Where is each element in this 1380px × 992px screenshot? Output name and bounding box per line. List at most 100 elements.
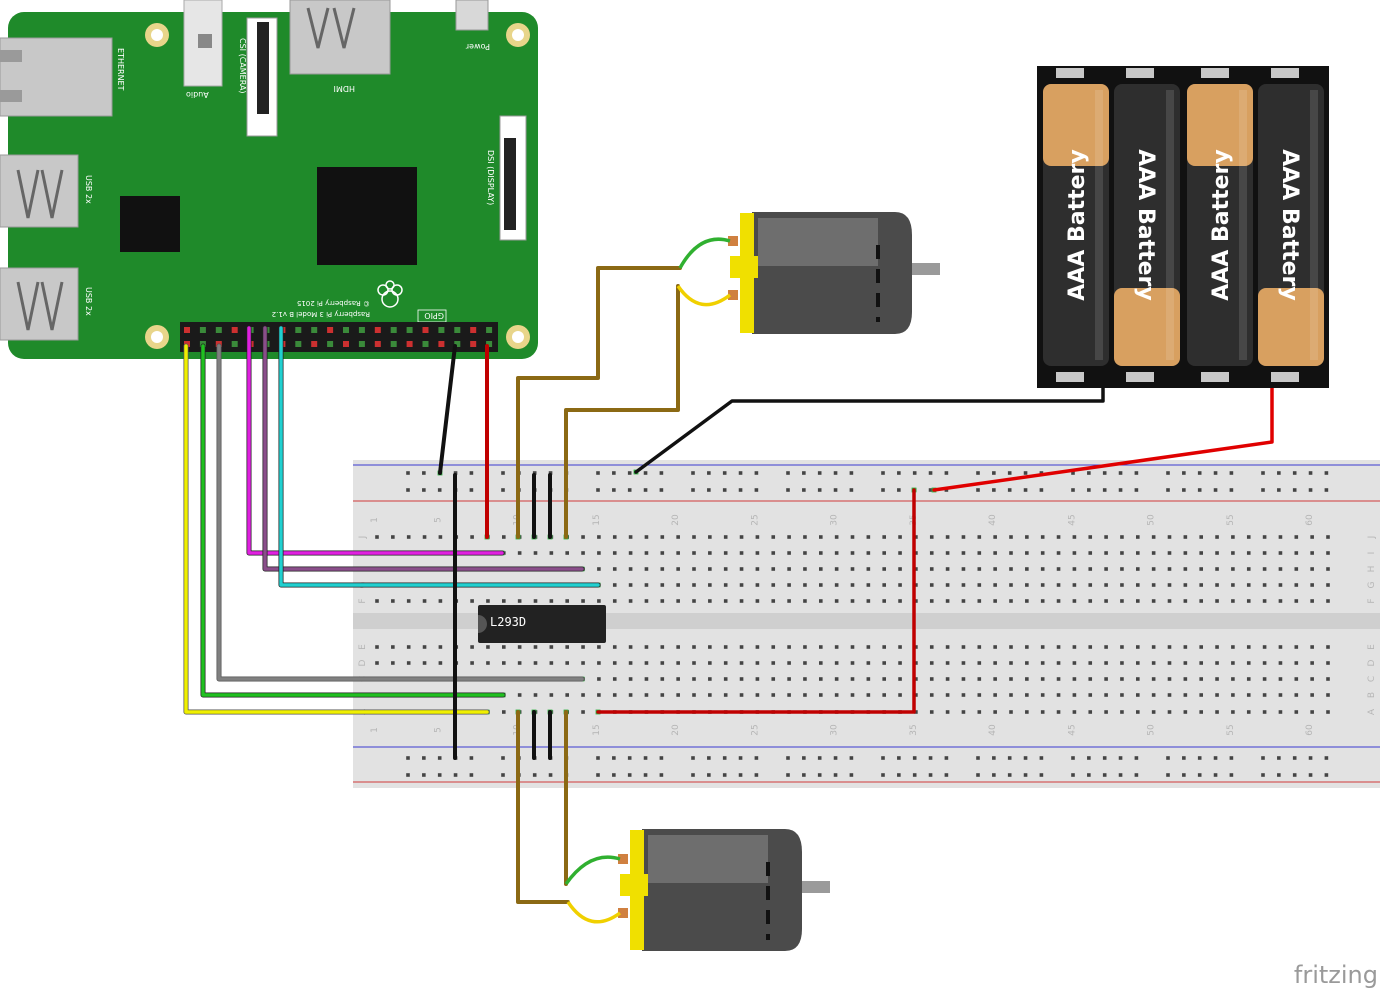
breadboard-hole — [1088, 551, 1093, 555]
rail-hole — [1277, 488, 1281, 492]
breadboard-hole — [1294, 535, 1299, 539]
breadboard-hole — [502, 645, 506, 649]
breadboard-hole — [961, 583, 966, 587]
breadboard-hole — [1056, 693, 1061, 697]
rail-hole — [612, 488, 616, 492]
pcb — [8, 12, 538, 359]
breadboard-hole — [1120, 599, 1124, 603]
rail-hole — [1292, 773, 1297, 777]
breadboard-hole — [819, 599, 823, 603]
breadboard-hole — [723, 551, 728, 555]
breadboard-hole — [898, 551, 902, 555]
breadboard-hole — [993, 535, 997, 539]
rail-hole — [1213, 471, 1218, 475]
breadboard-hole — [517, 661, 522, 665]
breadboard-hole — [961, 567, 966, 571]
breadboard-hole — [470, 535, 474, 539]
rail-hole — [596, 756, 600, 760]
rail-hole — [1261, 488, 1265, 492]
breadboard-hole — [486, 645, 490, 649]
breadboard-hole — [803, 551, 807, 555]
battery-contact — [1126, 372, 1154, 382]
rail-hole — [1087, 773, 1091, 777]
battery-contact — [1271, 68, 1299, 78]
breadboard-hole — [819, 645, 823, 649]
breadboard-hole — [1056, 599, 1061, 603]
column-number: 55 — [1226, 724, 1236, 735]
breadboard-hole — [929, 693, 934, 697]
breadboard-hole — [945, 645, 950, 649]
breadboard-hole — [755, 645, 760, 649]
breadboard-hole — [1167, 535, 1172, 539]
breadboard-hole — [977, 645, 982, 649]
breadboard-hole — [1310, 583, 1314, 587]
breadboard-hole — [1310, 710, 1314, 714]
breadboard-hole — [628, 535, 633, 539]
breadboard-hole — [914, 661, 918, 665]
breadboard-hole — [1231, 551, 1235, 555]
gpio-pin — [358, 341, 365, 347]
breadboard-hole — [866, 599, 871, 603]
breadboard-hole — [1183, 567, 1188, 571]
breadboard-hole — [819, 567, 823, 571]
breadboard-hole — [1199, 677, 1203, 681]
rail-hole — [659, 756, 664, 760]
breadboard-hole — [1088, 535, 1093, 539]
breadboard-hole — [612, 551, 617, 555]
breadboard-hole — [1326, 677, 1330, 681]
gpio-pin — [438, 341, 445, 347]
breadboard-hole — [1040, 535, 1045, 539]
rail-hole — [976, 773, 980, 777]
wire-rail-bridge — [596, 488, 916, 714]
breadboard-hole — [803, 645, 807, 649]
soc-chip — [317, 167, 417, 265]
breadboard-hole — [914, 583, 918, 587]
breadboard-hole — [612, 599, 617, 603]
breadboard-hole — [1215, 583, 1219, 587]
breadboard-hole — [1040, 583, 1045, 587]
breadboard-hole — [391, 645, 395, 649]
rail-hole — [691, 756, 695, 760]
breadboard-hole — [1088, 583, 1093, 587]
breadboard-hole — [517, 693, 522, 697]
breadboard-hole — [803, 661, 807, 665]
copyright-label: © Raspberry Pi 2015 — [297, 299, 370, 307]
rail-hole — [1261, 773, 1265, 777]
breadboard-hole — [1326, 710, 1330, 714]
gpio-pin — [311, 327, 318, 333]
breadboard-hole — [660, 645, 665, 649]
breadboard-hole — [1088, 677, 1093, 681]
gpio-pin — [390, 327, 397, 333]
rail-hole — [1102, 488, 1107, 492]
breadboard-hole — [692, 661, 696, 665]
gpio-pin — [184, 327, 190, 333]
rail-hole — [1087, 488, 1091, 492]
gpio-pin — [327, 341, 334, 347]
breadboard-hole — [1072, 661, 1077, 665]
rail-hole — [802, 773, 806, 777]
rail-hole — [928, 471, 933, 475]
rail-hole — [596, 773, 600, 777]
breadboard-hole — [1246, 567, 1251, 571]
breadboard-hole — [1215, 661, 1219, 665]
breadboard-hole — [993, 583, 997, 587]
breadboard-hole — [771, 583, 776, 587]
rail-hole — [849, 756, 854, 760]
row-letter: F — [1367, 598, 1377, 603]
rail-hole — [659, 488, 664, 492]
breadboard-hole — [1104, 567, 1108, 571]
breadboard-hole — [628, 677, 633, 681]
rail-hole — [1308, 756, 1313, 760]
breadboard-hole — [1151, 535, 1156, 539]
breadboard-hole — [803, 567, 807, 571]
rail-hole — [1182, 773, 1186, 777]
breadboard-hole — [1088, 661, 1093, 665]
power-port — [455, 0, 489, 31]
breadboard-hole — [929, 535, 934, 539]
breadboard-hole — [676, 567, 680, 571]
breadboard-hole — [945, 583, 950, 587]
breadboard-hole — [533, 599, 538, 603]
gpio-pin — [215, 327, 222, 333]
breadboard-hole — [993, 693, 997, 697]
breadboard-hole — [850, 535, 855, 539]
